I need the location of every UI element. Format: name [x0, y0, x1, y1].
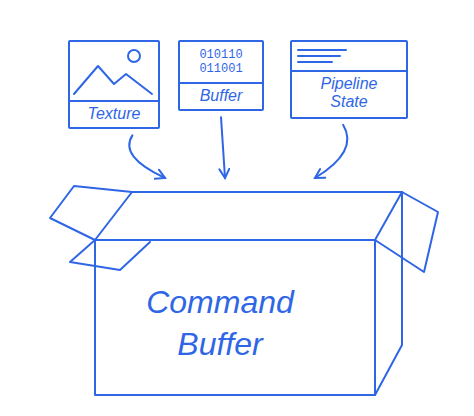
- box-left-flap: [50, 186, 132, 240]
- arrow: [129, 135, 165, 178]
- arrow: [315, 125, 347, 178]
- text-lines: [298, 50, 346, 62]
- command-buffer-box: Command Buffer: [45, 178, 443, 398]
- sun-sketch: [128, 50, 140, 62]
- box-opening: [95, 192, 402, 240]
- buffer-card: 010110 011001Buffer: [178, 40, 264, 111]
- box-front-flap: [70, 240, 150, 270]
- box-right-flap: [375, 192, 438, 272]
- box-front: [95, 240, 375, 395]
- box-side: [375, 192, 402, 395]
- arrow: [221, 117, 225, 178]
- card-label: Texture: [70, 100, 158, 127]
- pipeline-card: Pipeline State: [290, 40, 408, 119]
- box-title: Command Buffer: [120, 282, 320, 365]
- mountain-sketch: [74, 66, 152, 94]
- card-label: Buffer: [180, 82, 262, 109]
- card-label: Pipeline State: [292, 70, 406, 117]
- binary-digits: 010110 011001: [189, 42, 253, 82]
- texture-card: Texture: [68, 40, 160, 129]
